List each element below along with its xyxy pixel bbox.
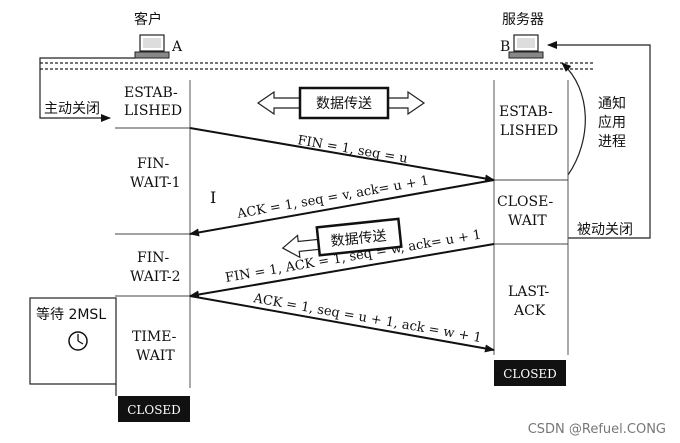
data-transfer-label-2: 数据传送 [330,228,387,250]
client-close-loop-line [39,57,135,122]
client-title: 客户 [134,11,162,28]
host-a-computer-icon [134,34,170,59]
client-state-fin-wait-1-b: WAIT-1 [130,175,181,191]
server-state-close-wait-b: WAIT [508,213,547,229]
client-state-fin-wait-1-a: FIN- [137,156,169,172]
server-state-established-2: LISHED [500,123,558,139]
last-ack-message-label: ACK = 1, seq = u + 1, ack = w + 1 [251,291,482,346]
client-closed-badge [118,396,190,422]
client-state-time-wait-b: WAIT [136,348,175,364]
server-closed-badge [494,360,566,386]
clock-icon [68,331,88,351]
host-b-computer-icon [508,34,544,59]
fin-message-arrow [189,127,495,183]
notify-app-arrow [561,62,586,176]
fin-ack-message-arrow [189,243,495,299]
text-cursor-icon: I [210,188,216,207]
fin-message-label: FIN = 1, seq = u [296,133,408,167]
client-state-fin-wait-2-b: WAIT-2 [130,269,181,285]
client-state-time-wait-a: TIME- [132,329,177,345]
server-state-last-ack-a: LAST- [508,284,550,300]
server-closed-label: CLOSED [503,367,557,381]
server-state-last-ack-b: ACK [513,303,546,319]
notify-label-2: 应用 [598,114,626,131]
wait-2msl-label: 等待 2MSL [36,306,106,323]
server-passive-close-label: 被动关闭 [577,222,633,238]
client-closed-label: CLOSED [127,403,181,417]
client-state-established-2: LISHED [124,103,182,119]
data-transfer-label-1: 数据传送 [316,96,372,112]
host-b-label: B [500,39,510,55]
server-state-close-wait-a: CLOSE- [497,194,554,210]
host-a-label: A [171,39,183,55]
client-state-established-1: ESTAB- [124,85,178,101]
ack-message-arrow [189,179,495,237]
server-close-loop-line [547,41,651,239]
client-active-close-label: 主动关闭 [44,101,100,117]
client-state-fin-wait-2-a: FIN- [137,250,169,266]
notify-label-1: 通知 [598,95,626,112]
data-transfer-double-arrow [256,86,426,120]
last-ack-message-arrow [189,295,495,353]
data-transfer-left-arrow [281,217,403,259]
server-title: 服务器 [502,12,544,28]
server-state-established-1: ESTAB- [499,104,553,120]
ack-message-label: ACK = 1, seq = v, ack= u + 1 [235,173,430,222]
watermark: CSDN @Refuel.CONG [527,422,666,437]
notify-label-3: 进程 [598,134,626,150]
wait-2msl-box [29,297,117,385]
